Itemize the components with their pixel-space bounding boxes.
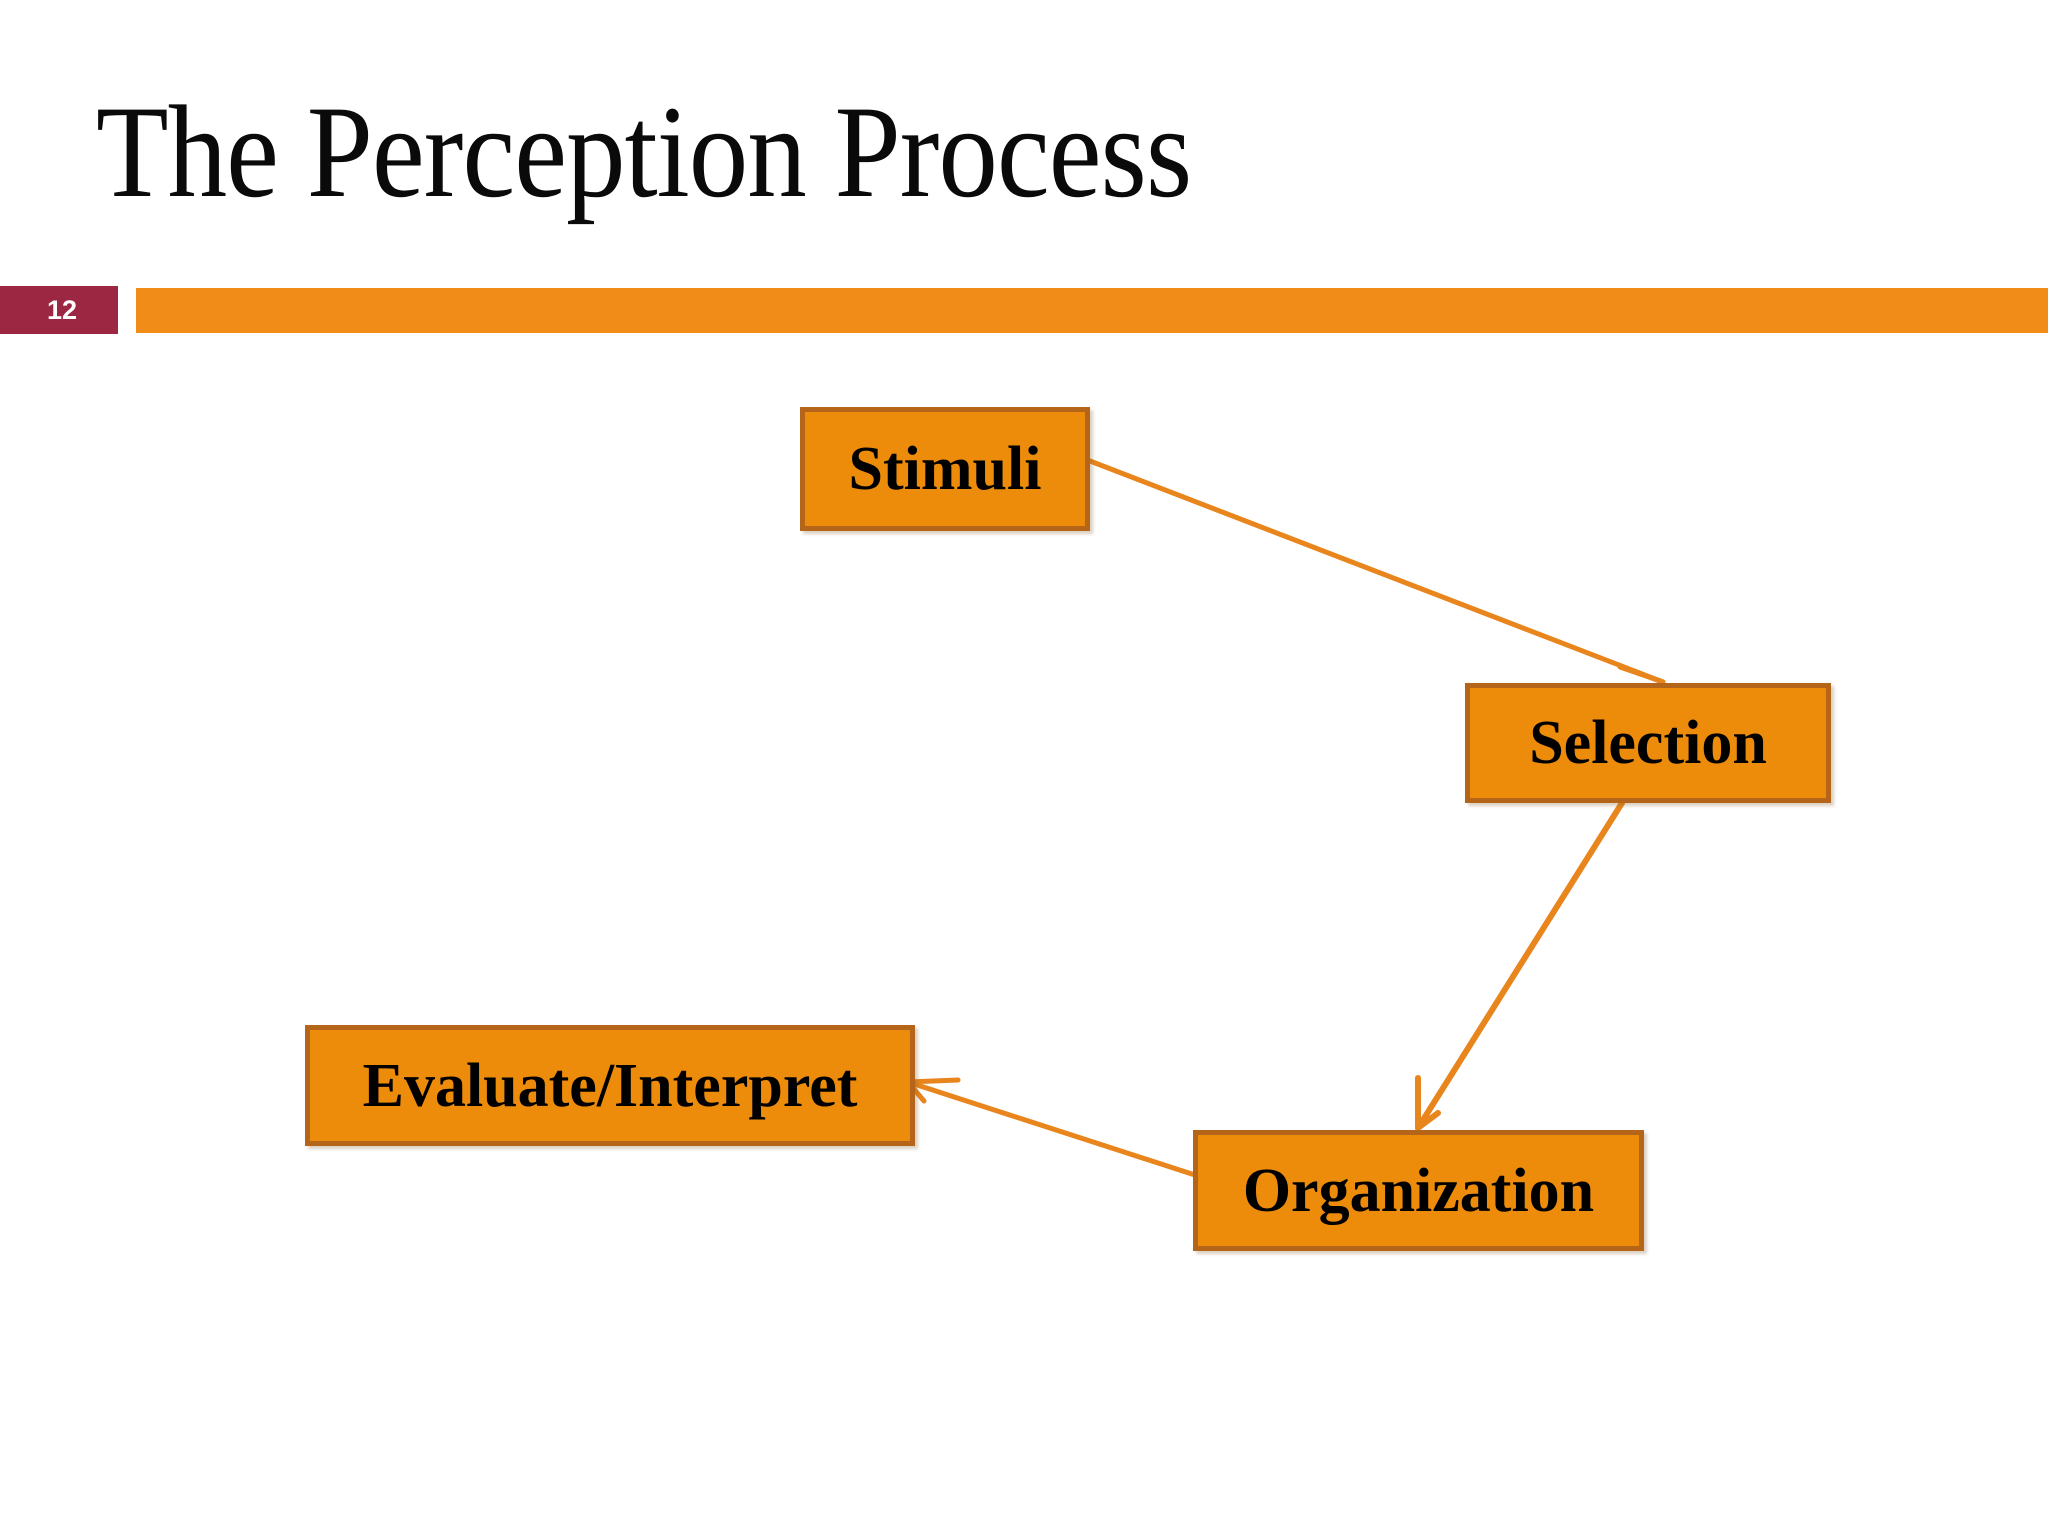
process-node-stimuli[interactable]: Stimuli (800, 407, 1090, 531)
arrow-organization-to-evaluate (905, 1077, 1198, 1178)
page-title: The Perception Process (96, 78, 1192, 225)
arrow-selection-to-organization (1415, 800, 1625, 1131)
arrow-stimuli-to-selection (1087, 458, 1666, 703)
page-number-badge: 12 (0, 286, 118, 334)
process-node-evaluate-interpret[interactable]: Evaluate/Interpret (305, 1025, 915, 1146)
accent-bar (136, 288, 2048, 333)
process-node-organization[interactable]: Organization (1193, 1130, 1644, 1251)
process-node-selection[interactable]: Selection (1465, 683, 1831, 803)
